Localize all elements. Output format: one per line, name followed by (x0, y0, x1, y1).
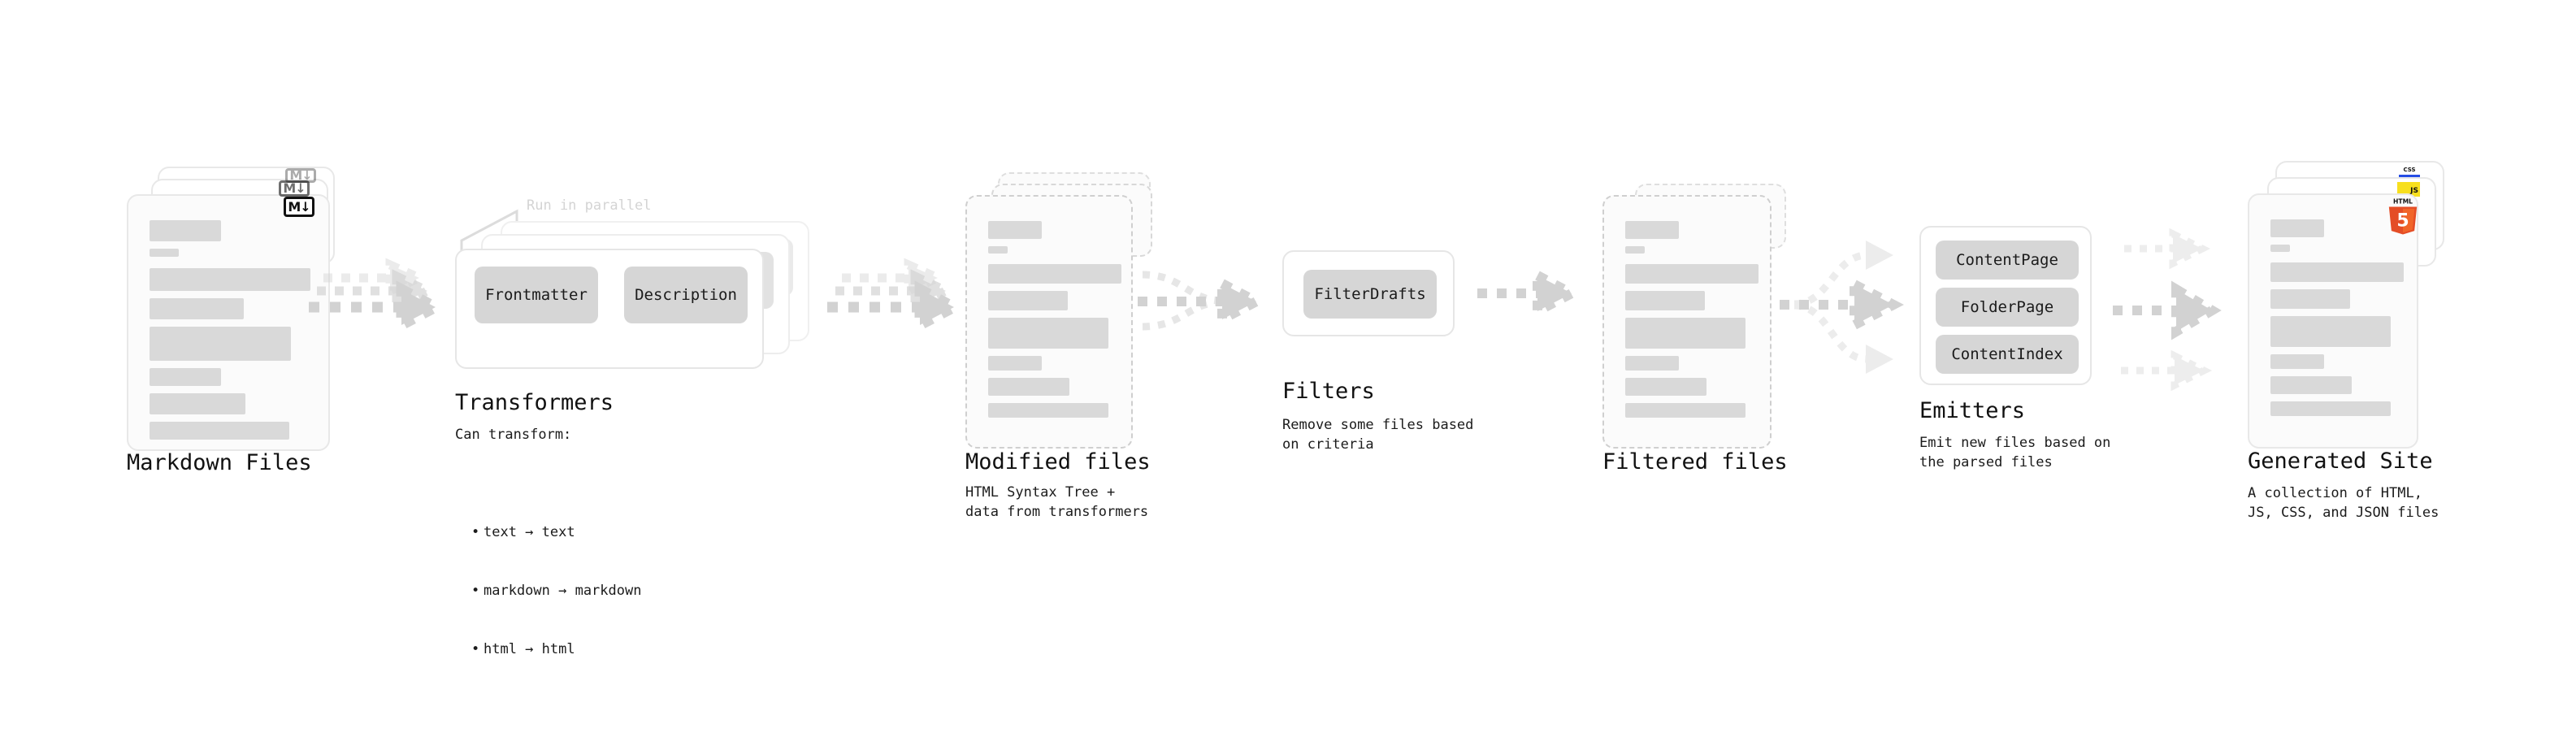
markdown-files-title: Markdown Files (127, 450, 312, 475)
css-badge: CSS (2399, 167, 2420, 178)
site-file-content-bars (2270, 219, 2404, 423)
filters-box: FilterDrafts (1282, 250, 1455, 336)
emitters-title: Emitters (1919, 398, 2026, 423)
modified-files-title: Modified files (965, 449, 1151, 475)
emitters-box: ContentPage FolderPage ContentIndex (1919, 226, 2092, 385)
pipeline-diagram: M↓ M↓ M↓ Markdown Files Run in parallel (0, 0, 2576, 681)
filtered-file-content-bars (1625, 221, 1759, 425)
arrow-filters-to-filtered (1477, 267, 1582, 319)
markdown-file-content-bars (150, 220, 310, 447)
run-in-parallel-label: Run in parallel (527, 197, 652, 214)
arrow-modified-to-filters (1138, 271, 1267, 331)
filters-title: Filters (1282, 379, 1375, 404)
svg-text:HTML: HTML (2393, 198, 2413, 206)
modified-file-card-front (965, 195, 1133, 449)
chip-description[interactable]: Description (624, 267, 748, 323)
markdown-file-card-front (127, 194, 330, 451)
js-badge: JS (2397, 182, 2420, 197)
site-file-card-html (2248, 193, 2418, 449)
generated-site-title: Generated Site (2248, 449, 2433, 474)
filtered-file-card-front (1602, 195, 1772, 449)
chip-content-page[interactable]: ContentPage (1936, 241, 2079, 280)
modified-files-subtitle: HTML Syntax Tree + data from transformer… (965, 484, 1149, 520)
markdown-badge-mid: M↓ (279, 180, 310, 197)
chip-frontmatter[interactable]: Frontmatter (475, 267, 598, 323)
transformers-bullet-list: text → text markdown → markdown html → h… (467, 444, 642, 737)
arrow-emitters-to-site (2113, 228, 2222, 392)
chip-filter-drafts[interactable]: FilterDrafts (1303, 270, 1437, 319)
bullet-markdown-to-markdown: markdown → markdown (471, 581, 642, 600)
filters-subtitle: Remove some files based on criteria (1282, 417, 1474, 453)
emitters-subtitle: Emit new files based on the parsed files (1919, 435, 2111, 470)
markdown-badge-back: M↓ (285, 168, 316, 183)
arrow-markdown-to-transformers (309, 258, 448, 334)
transformer-card-front: Frontmatter Description (455, 249, 764, 369)
chip-content-index[interactable]: ContentIndex (1936, 335, 2079, 374)
chip-folder-page[interactable]: FolderPage (1936, 288, 2079, 327)
bullet-text-to-text: text → text (471, 522, 641, 542)
generated-site-subtitle: A collection of HTML, JS, CSS, and JSON … (2248, 485, 2439, 521)
transformers-subtitle-heading: Can transform: (455, 427, 572, 443)
modified-file-content-bars (988, 221, 1121, 425)
markdown-badge-front: M↓ (284, 197, 314, 217)
arrow-filtered-to-emitters (1780, 241, 1904, 374)
html5-badge: HTML 5 (2388, 198, 2418, 235)
svg-text:5: 5 (2396, 210, 2409, 231)
filtered-files-title: Filtered files (1602, 449, 1788, 475)
arrow-transformers-to-modified (827, 258, 966, 334)
bullet-html-to-html: html → html (471, 639, 641, 659)
transformers-title: Transformers (455, 390, 614, 415)
